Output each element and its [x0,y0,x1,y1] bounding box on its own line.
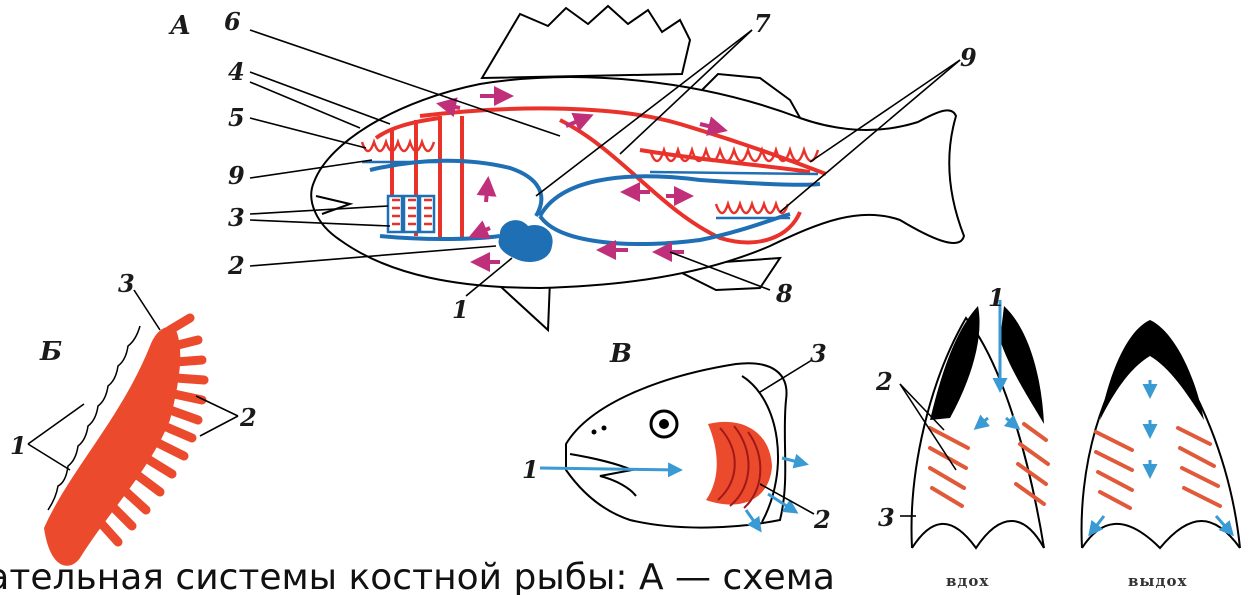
label-b-2: 2 [239,403,257,432]
label-b-3: 3 [118,269,135,298]
label-a-7: 7 [754,9,771,38]
label-v-1: 1 [522,455,539,484]
panel-b-title: Б [39,337,62,367]
figure-caption: хательная системы костной рыбы: А — схем… [0,560,1223,595]
exhale-gill-lines [1096,428,1220,508]
panel-b: Б 1 2 3 [10,269,257,566]
exhale-water-arrows [1090,380,1232,534]
panel-v-title: В [609,339,632,369]
label-g-2: 2 [875,367,893,396]
label-a-3: 3 [228,203,245,232]
exhale-bottom-edge [1082,521,1240,548]
label-g-3: 3 [878,503,895,532]
label-a-1: 1 [452,295,469,324]
panel-a-title: А [168,11,191,41]
label-g-1: 1 [988,283,1005,312]
label-a-9-right: 9 [960,43,977,72]
label-a-6: 6 [224,7,241,36]
dorsal-fin [482,6,690,78]
fish-pupil [659,419,669,429]
panel-g-exhale: выдох [1082,320,1240,590]
panel-g-inhale: 1 2 3 вдох [875,283,1048,590]
label-a-8: 8 [775,279,793,308]
label-a-9-left: 9 [228,161,245,190]
inhale-right-operculum [1000,306,1044,424]
exhale-top-operculum [1100,320,1204,420]
panel-v: В 1 2 3 [522,339,831,534]
panel-a: А 6 4 5 9 3 2 1 7 9 8 [168,6,977,330]
label-b-1: 1 [10,431,27,460]
nostril-dot [592,430,597,435]
inhale-gill-lines [930,424,1048,506]
label-a-2: 2 [227,251,245,280]
inhale-bottom-edge [912,521,1044,548]
nostril-dot-2 [602,426,607,431]
label-v-3: 3 [810,339,827,368]
inhale-left-operculum [930,306,980,420]
label-v-2: 2 [813,505,831,534]
label-a-4: 4 [228,57,245,86]
fish-body [311,77,964,288]
label-a-5: 5 [228,103,245,132]
